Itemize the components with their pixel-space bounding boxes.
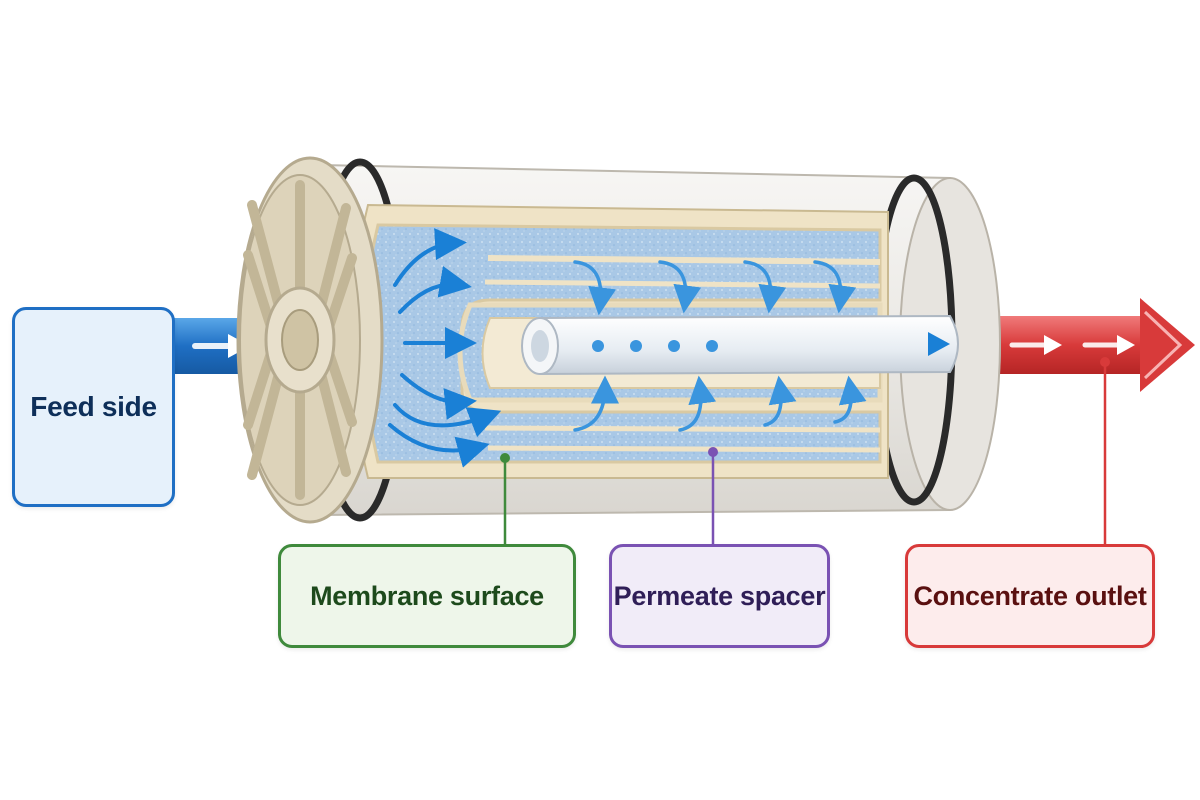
concentrate-leader	[1100, 357, 1110, 544]
permeate-spacer-label: Permeate spacer	[609, 544, 830, 648]
end-cap	[236, 156, 384, 524]
concentrate-outlet-arrow	[992, 298, 1195, 392]
feed-side-label: Feed side	[12, 307, 175, 507]
permeate-collection-tube	[521, 314, 959, 376]
permeate-leader	[708, 447, 718, 544]
concentrate-outlet-label: Concentrate outlet	[905, 544, 1155, 648]
feed-side-text: Feed side	[30, 391, 157, 422]
membrane-leader	[500, 453, 510, 544]
concentrate-outlet-text: Concentrate outlet	[913, 580, 1147, 611]
feed-flow-arrows	[388, 228, 502, 468]
permeate-flow-arrows	[573, 260, 867, 432]
membrane-surface-label: Membrane surface	[278, 544, 576, 648]
membrane-surface-text: Membrane surface	[310, 580, 544, 611]
permeate-spacer-text: Permeate spacer	[613, 580, 826, 611]
